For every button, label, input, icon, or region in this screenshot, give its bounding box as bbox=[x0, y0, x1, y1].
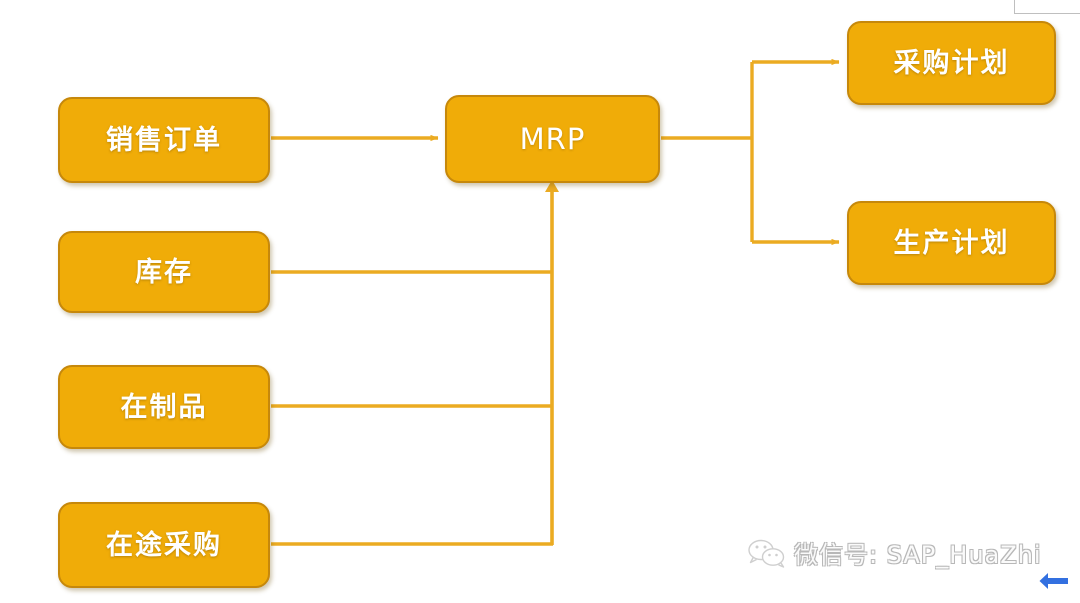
node-work-in-process[interactable]: 在制品 bbox=[58, 365, 270, 449]
node-label: 在制品 bbox=[120, 391, 208, 423]
node-inventory[interactable]: 库存 bbox=[58, 231, 270, 313]
node-mrp[interactable]: MRP bbox=[445, 95, 660, 183]
node-in-transit-purchase[interactable]: 在途采购 bbox=[58, 502, 270, 588]
node-label: 库存 bbox=[135, 256, 193, 288]
watermark: 微信号: SAP_HuaZhi bbox=[748, 535, 1042, 570]
corner-rectangle-fragment bbox=[1014, 0, 1080, 14]
node-label: 在途采购 bbox=[106, 529, 222, 561]
watermark-text: 微信号: SAP_HuaZhi bbox=[794, 541, 1042, 569]
arrow-left-icon[interactable] bbox=[1036, 570, 1070, 592]
node-label: 销售订单 bbox=[106, 124, 222, 156]
node-purchase-plan[interactable]: 采购计划 bbox=[847, 21, 1056, 105]
node-label: 生产计划 bbox=[893, 227, 1010, 259]
node-production-plan[interactable]: 生产计划 bbox=[847, 201, 1056, 285]
node-label: MRP bbox=[519, 121, 586, 156]
node-label: 采购计划 bbox=[893, 47, 1010, 79]
wechat-logo-icon bbox=[748, 539, 785, 568]
node-sales-order[interactable]: 销售订单 bbox=[58, 97, 270, 183]
